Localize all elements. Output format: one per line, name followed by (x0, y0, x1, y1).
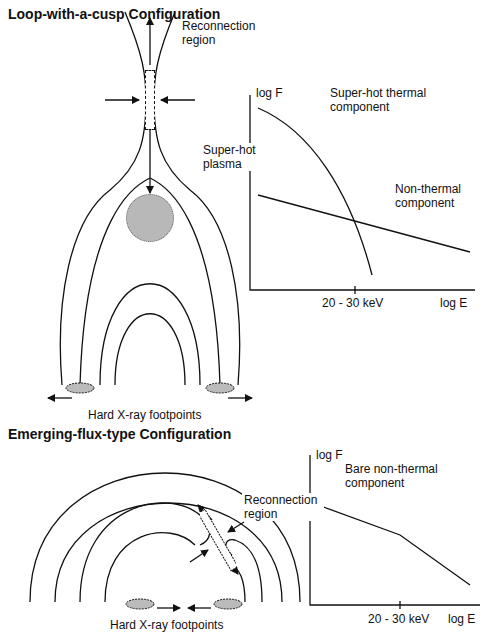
node-label: Super-hot plasma (201, 143, 275, 171)
footpoints (66, 383, 242, 609)
text-label: Non-thermal component (395, 182, 480, 210)
text-label: 20 - 30 keV (368, 612, 429, 626)
text-label: log F (316, 448, 343, 462)
reconnection-region: Reconnection region (200, 505, 236, 575)
node-label: Reconnection region (242, 493, 324, 521)
text-label: log E (448, 612, 475, 626)
text-label: log E (440, 296, 467, 310)
node-label: Reconnection region (180, 19, 264, 47)
reconnection-region: Reconnection region (145, 70, 155, 130)
text-label: log F (256, 86, 283, 100)
plasma-circle: Super-hot plasma (126, 194, 174, 242)
panel-title: Emerging-flux-type Configuration (8, 426, 231, 443)
outflow-arrow (149, 130, 150, 193)
text-label: Hard X-ray footpoints (110, 618, 223, 632)
text-label: Bare non-thermal component (345, 462, 455, 490)
reconnection-outline (200, 505, 236, 575)
text-label: 20 - 30 keV (322, 296, 383, 310)
text-label: Hard X-ray footpoints (88, 408, 201, 422)
spectrum-graph (310, 455, 480, 609)
text-label: Super-hot thermal component (330, 86, 440, 114)
flow-arrows (48, 18, 252, 608)
